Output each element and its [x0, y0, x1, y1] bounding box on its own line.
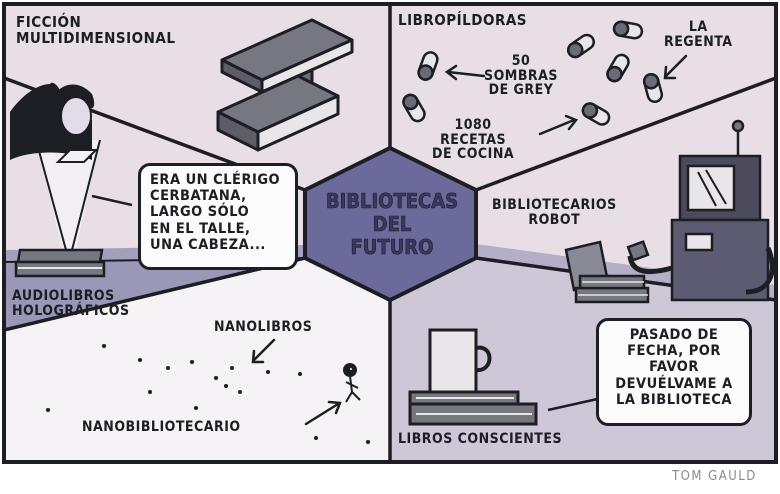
nanobooks-dots [46, 344, 370, 444]
center-hexagon [303, 145, 478, 303]
conscious-book-speech-text: PASADO DE FECHA, POR FAVOR DEVUÉLVAME A … [615, 327, 733, 408]
pills-illustration [402, 20, 664, 126]
robot-librarian-illustration [564, 119, 775, 304]
nano-arrows [251, 338, 342, 426]
label-conscious-books: LIBROS CONSCIENTES [398, 431, 563, 447]
label-holographic-audiobooks: AUDIOLIBROS HOLOGRÁFICOS [12, 288, 130, 319]
label-multidimensional-fiction: FICCIÓN MULTIDIMENSIONAL [16, 13, 176, 47]
conscious-books-illustration [408, 328, 603, 426]
label-nanobooks: NANOLIBROS [214, 319, 313, 335]
label-pill-books: LIBROPÍLDORAS [398, 11, 527, 29]
pill-annotation-la-regenta: LA REGENTA [664, 19, 733, 50]
panel-pills-bg [390, 4, 776, 190]
panel-nano-bg [4, 258, 390, 462]
multidimensional-book-illustration [216, 18, 354, 152]
hologram-illustration [10, 82, 133, 278]
pill-annotation-1080-recipes: 1080 RECETAS DE COCINA [432, 117, 515, 163]
author-signature: TOM GAULD [672, 469, 757, 484]
conscious-book-speech-bubble: PASADO DE FECHA, POR FAVOR DEVUÉLVAME A … [596, 318, 752, 426]
pills-arrows [444, 54, 688, 136]
pill-annotation-fifty-shades: 50 SOMBRAS DE GREY [484, 53, 558, 99]
nanolibrarian-figure [343, 363, 361, 403]
hologram-speech-text: ERA UN CLÉRIGO CERBATANA, LARGO SÓLO EN … [150, 172, 281, 253]
comic-frame [2, 2, 778, 464]
label-nanolibrarian: NANOBIBLIOTECARIO [82, 419, 241, 435]
hologram-speech-bubble: ERA UN CLÉRIGO CERBATANA, LARGO SÓLO EN … [138, 163, 298, 270]
comic-title: BIBLIOTECAS DEL FUTURO [325, 189, 459, 259]
label-robot-librarians: BIBLIOTECARIOS ROBOT [492, 197, 617, 228]
